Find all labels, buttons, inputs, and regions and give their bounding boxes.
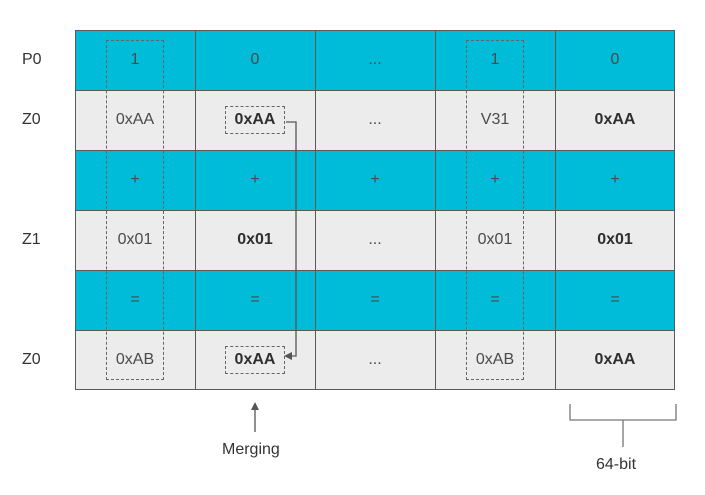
row-label: Z0 bbox=[22, 111, 41, 128]
grid-cell: + bbox=[195, 150, 315, 210]
grid-row-divider bbox=[75, 210, 675, 211]
grid-cell: 0xAA bbox=[75, 90, 195, 150]
grid-cell: 0xAA bbox=[555, 90, 675, 150]
grid-cell: 0xAB bbox=[75, 330, 195, 390]
merging-arrowhead-left bbox=[284, 352, 292, 360]
grid-cell: ... bbox=[315, 210, 435, 270]
grid-cell: + bbox=[315, 150, 435, 210]
active-lane-box-col1 bbox=[106, 40, 164, 380]
grid-cell: V31 bbox=[435, 90, 555, 150]
grid-cell: = bbox=[435, 270, 555, 330]
grid-cell: + bbox=[75, 150, 195, 210]
grid-cell: 0xAA bbox=[555, 330, 675, 390]
grid-row-divider bbox=[75, 270, 675, 271]
grid-cell: 0xAA bbox=[195, 330, 315, 390]
grid-cell: ... bbox=[315, 330, 435, 390]
grid-cell: 0x01 bbox=[75, 210, 195, 270]
grid-cell: ... bbox=[315, 30, 435, 90]
grid-cell: + bbox=[555, 150, 675, 210]
grid-row-divider bbox=[75, 389, 675, 390]
grid-cell: = bbox=[195, 270, 315, 330]
grid-cell: + bbox=[435, 150, 555, 210]
grid-row-divider bbox=[75, 150, 675, 151]
grid-cell: 0x01 bbox=[555, 210, 675, 270]
grid-cell: ... bbox=[315, 90, 435, 150]
merging-connector-arrow bbox=[286, 121, 297, 357]
grid-cell: = bbox=[315, 270, 435, 330]
grid-cell: 0xAA bbox=[195, 90, 315, 150]
bit-width-bracket bbox=[569, 404, 677, 421]
grid-cell: 0xAB bbox=[435, 330, 555, 390]
merging-label: Merging bbox=[222, 441, 280, 458]
grid-row-divider bbox=[75, 330, 675, 331]
merged-value-box-top bbox=[225, 106, 285, 134]
bit-width-label: 64-bit bbox=[596, 456, 637, 473]
row-label: Z1 bbox=[22, 231, 41, 248]
grid-cell: 0 bbox=[195, 30, 315, 90]
row-label: P0 bbox=[22, 51, 42, 68]
active-lane-box-col4 bbox=[466, 40, 524, 380]
grid-row-divider bbox=[75, 30, 675, 31]
grid-cell: = bbox=[75, 270, 195, 330]
grid-cell: = bbox=[555, 270, 675, 330]
grid-cell: 0 bbox=[555, 30, 675, 90]
row-label: Z0 bbox=[22, 351, 41, 368]
grid-row-divider bbox=[75, 90, 675, 91]
grid-cell: 0x01 bbox=[195, 210, 315, 270]
merged-value-box-bottom bbox=[225, 346, 285, 374]
merging-up-arrowhead bbox=[251, 402, 259, 410]
grid-cell: 0x01 bbox=[435, 210, 555, 270]
